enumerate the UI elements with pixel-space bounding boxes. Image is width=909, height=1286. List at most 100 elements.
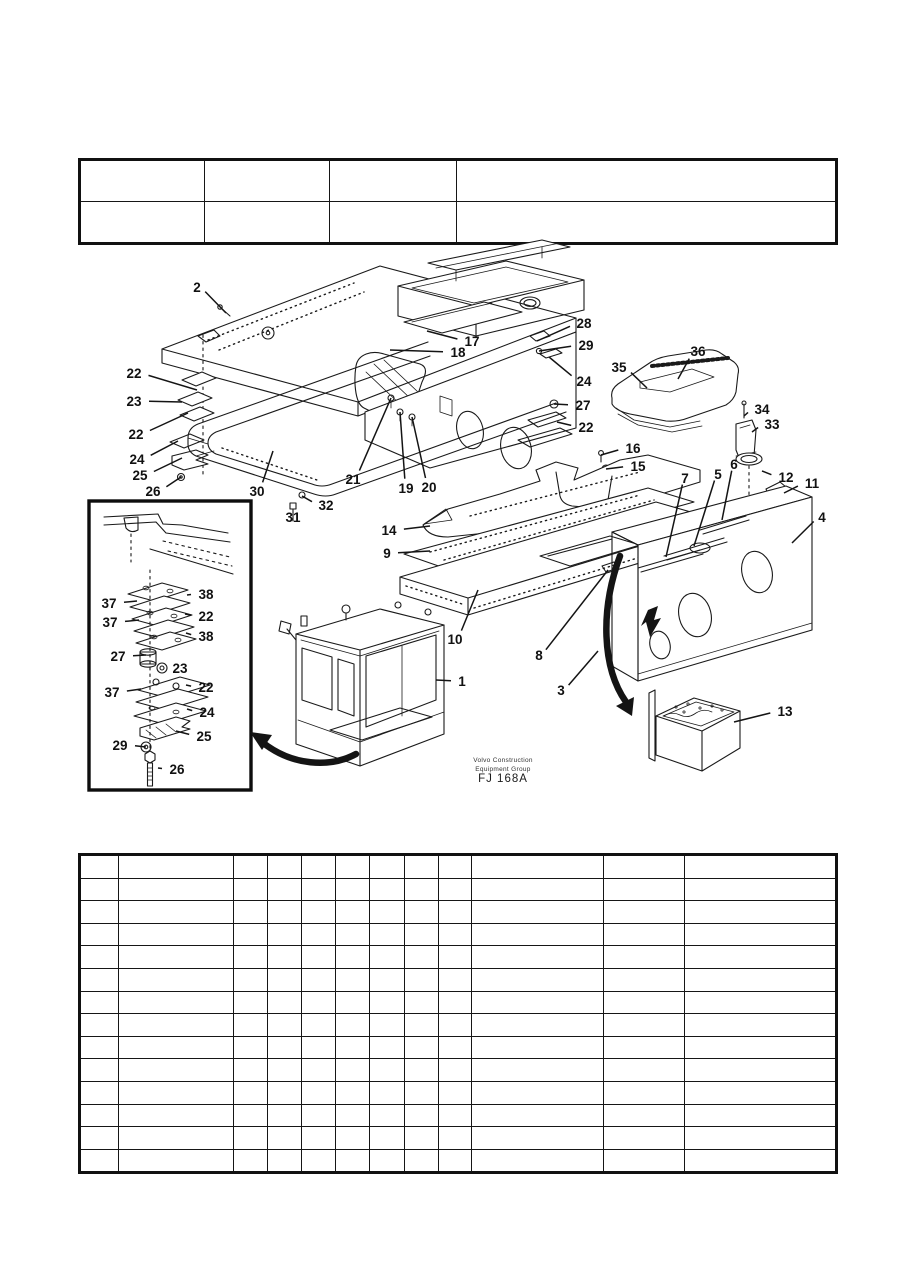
callout-leader-22 (184, 613, 192, 616)
table-cell (603, 1035, 685, 1060)
callout-leader-24 (548, 356, 573, 377)
table-cell (335, 877, 370, 902)
table-cell (471, 1013, 604, 1037)
callout-leader-20 (411, 416, 427, 479)
callout-label-38: 38 (198, 629, 214, 644)
table-cell (335, 854, 370, 879)
table-row (79, 945, 837, 969)
callout-label-36: 36 (690, 344, 706, 359)
callout-leader-24 (150, 440, 179, 456)
table-cell (603, 922, 685, 947)
table-cell (456, 201, 837, 244)
table-cell (335, 1103, 370, 1128)
callout-leader-3 (568, 650, 599, 686)
table-cell (233, 1126, 268, 1150)
table-cell (233, 1013, 268, 1037)
table-cell (79, 967, 119, 992)
table-cell (471, 1148, 604, 1174)
figure-credit-line2: Equipment Group (475, 765, 531, 773)
table-cell (301, 1103, 336, 1128)
part-tray (648, 689, 741, 772)
table-cell (233, 900, 268, 924)
table-cell (603, 990, 685, 1015)
callout-leader-35 (630, 372, 648, 389)
table-cell (369, 922, 405, 947)
table-row (79, 1080, 837, 1105)
callout-label-8: 8 (535, 648, 543, 663)
table-cell (471, 900, 604, 924)
callout-leader-9 (397, 550, 431, 554)
table-cell (438, 877, 472, 902)
table-cell (233, 1148, 268, 1174)
callout-leader-2 (204, 291, 227, 314)
table-cell (118, 900, 234, 924)
table-cell (684, 990, 837, 1015)
table-cell (118, 1103, 234, 1128)
table-row (79, 1103, 837, 1128)
callout-label-22: 22 (198, 609, 213, 624)
callout-label-11: 11 (805, 476, 820, 491)
callout-label-12: 12 (778, 470, 793, 485)
table-cell (118, 1126, 234, 1150)
table-cell (79, 854, 119, 879)
table-cell (404, 1013, 439, 1037)
table-cell (684, 967, 837, 992)
table-cell (603, 877, 685, 902)
table-cell (267, 1080, 302, 1105)
table-cell (471, 1058, 604, 1082)
callout-leader-29 (134, 744, 147, 748)
table-cell (267, 1148, 302, 1174)
table-cell (471, 922, 604, 947)
callout-leader-26 (157, 767, 163, 770)
callout-label-37: 37 (102, 615, 117, 630)
table-cell (301, 922, 336, 947)
table-cell (118, 967, 234, 992)
callout-leader-17 (426, 330, 458, 340)
callout-label-22: 22 (126, 366, 141, 381)
table-cell (267, 877, 302, 902)
table-cell (404, 854, 439, 879)
table-cell (233, 1080, 268, 1105)
table-cell (267, 990, 302, 1015)
table-cell (267, 1103, 302, 1128)
callout-leader-14 (403, 525, 431, 530)
table-cell (335, 1148, 370, 1174)
part-frame-rail (187, 341, 567, 522)
table-cell (438, 990, 472, 1015)
table-cell (301, 1080, 336, 1105)
table-cell (404, 877, 439, 902)
table-row (79, 201, 837, 244)
figure-credit-line1: Volvo Construction (473, 757, 533, 764)
table-cell (301, 967, 336, 992)
callout-label-18: 18 (450, 345, 466, 360)
table-cell (603, 945, 685, 969)
callout-label-7: 7 (681, 471, 689, 486)
table-cell (471, 1035, 604, 1060)
table-cell (118, 1148, 234, 1174)
figure-code: FJ 168A (478, 773, 528, 785)
table-cell (301, 990, 336, 1015)
table-cell (603, 1148, 685, 1174)
callout-label-30: 30 (249, 484, 264, 499)
table-cell (438, 900, 472, 924)
table-cell (79, 201, 205, 244)
callout-label-19: 19 (398, 481, 413, 496)
callout-leader-4 (791, 520, 815, 544)
table-cell (369, 1013, 405, 1037)
callout-label-22: 22 (578, 420, 593, 435)
callout-label-15: 15 (630, 459, 646, 474)
table-cell (404, 1058, 439, 1082)
callout-leader-13 (733, 712, 771, 723)
table-cell (233, 967, 268, 992)
table-cell (267, 1035, 302, 1060)
table-cell (684, 922, 837, 947)
callout-leader-12 (761, 470, 772, 476)
table-cell (438, 922, 472, 947)
table-row (79, 1148, 837, 1174)
callout-leader-6 (721, 470, 733, 521)
table-cell (335, 922, 370, 947)
table-cell (335, 967, 370, 992)
table-cell (404, 1035, 439, 1060)
